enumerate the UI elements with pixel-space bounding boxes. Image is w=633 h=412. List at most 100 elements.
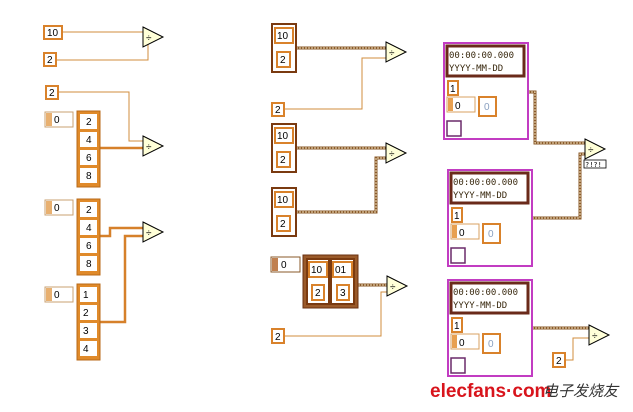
timestamp-time: 00:00:00.000 xyxy=(453,288,518,298)
timestamp-date: YYYY-MM-DD xyxy=(453,301,507,311)
array-element: 6 xyxy=(86,153,92,164)
error-badge xyxy=(583,159,607,169)
index-spinner-icon[interactable] xyxy=(272,258,278,271)
cluster-element: 01 xyxy=(335,265,347,276)
error-label: ?!?! xyxy=(585,161,602,169)
divide-node[interactable]: ÷ xyxy=(385,142,407,164)
boolean-constant[interactable] xyxy=(446,120,462,137)
cluster-element: 2 xyxy=(280,55,286,66)
array-index: 0 xyxy=(455,101,461,112)
cluster-element: 10 xyxy=(277,131,289,142)
cluster-wire[interactable] xyxy=(532,152,585,220)
constant-value: 2 xyxy=(49,88,55,99)
array-constant[interactable]: 0 2 4 6 8 xyxy=(44,198,101,276)
cluster-constant[interactable]: 10 2 xyxy=(271,23,297,73)
numeric-constant[interactable] xyxy=(271,102,285,117)
cluster-constant[interactable]: 10 2 xyxy=(271,187,297,237)
divide-node[interactable]: ÷ xyxy=(584,138,606,160)
numeric-constant[interactable] xyxy=(552,352,566,368)
cluster-element: 10 xyxy=(277,195,289,206)
array-element: 0 xyxy=(484,102,490,113)
constant-value: 2 xyxy=(47,55,53,66)
divide-node[interactable]: ÷ xyxy=(142,135,164,157)
numeric-constant[interactable] xyxy=(43,52,57,67)
divide-icon: ÷ xyxy=(146,142,152,153)
divide-icon: ÷ xyxy=(146,33,152,44)
array-wire[interactable] xyxy=(100,226,143,238)
divide-node[interactable]: ÷ xyxy=(588,324,610,346)
array-element: 2 xyxy=(86,117,92,128)
wire[interactable] xyxy=(565,337,589,361)
divide-icon: ÷ xyxy=(588,145,594,156)
timestamp-cluster-constant[interactable]: 00:00:00.000 YYYY-MM-DD 1 0 0 xyxy=(443,42,529,140)
array-wire[interactable] xyxy=(100,234,143,324)
cluster-wire[interactable] xyxy=(528,90,585,145)
array-constant[interactable]: 0 2 4 6 8 xyxy=(44,110,101,188)
array-element: 8 xyxy=(86,171,92,182)
watermark-text: 电子发烧友 xyxy=(543,382,620,400)
array-element: 6 xyxy=(86,241,92,252)
cluster-element: 1 xyxy=(454,321,460,332)
timestamp-time: 00:00:00.000 xyxy=(453,178,518,188)
wire[interactable] xyxy=(56,43,149,61)
divide-node[interactable]: ÷ xyxy=(385,41,407,63)
numeric-constant[interactable] xyxy=(45,85,59,100)
cluster-constant[interactable]: 10 2 xyxy=(271,123,297,173)
array-index: 0 xyxy=(281,260,287,271)
divide-icon: ÷ xyxy=(146,228,152,239)
index-spinner-icon[interactable] xyxy=(448,98,453,111)
array-element: 2 xyxy=(83,308,89,319)
divide-icon: ÷ xyxy=(390,282,396,293)
cluster-element: 1 xyxy=(450,84,456,95)
array-index: 0 xyxy=(459,338,465,349)
cluster-element: 2 xyxy=(315,288,321,299)
index-spinner-icon[interactable] xyxy=(452,225,457,238)
timestamp-cluster-constant[interactable]: 00:00:00.000 YYYY-MM-DD 1 0 0 xyxy=(447,279,533,377)
constant-value: 2 xyxy=(556,356,562,367)
divide-node[interactable]: ÷ xyxy=(142,221,164,243)
constant-value: 10 xyxy=(47,28,59,39)
array-index: 0 xyxy=(54,290,60,301)
array-constant[interactable]: 0 1 2 3 4 xyxy=(44,283,101,361)
array-index: 0 xyxy=(54,115,60,126)
numeric-constant[interactable] xyxy=(271,328,285,344)
cluster-element: 2 xyxy=(280,219,286,230)
timestamp-time: 00:00:00.000 xyxy=(449,51,514,61)
index-spinner-icon[interactable] xyxy=(46,288,52,301)
array-element: 4 xyxy=(86,135,92,146)
boolean-constant[interactable] xyxy=(450,247,466,264)
boolean-constant[interactable] xyxy=(450,357,466,374)
wire[interactable] xyxy=(284,291,387,337)
numeric-constant[interactable] xyxy=(43,25,63,40)
wire[interactable] xyxy=(284,57,386,110)
divide-node[interactable]: ÷ xyxy=(386,275,408,297)
divide-icon: ÷ xyxy=(389,149,395,160)
index-spinner-icon[interactable] xyxy=(46,201,52,214)
wire[interactable] xyxy=(58,91,143,142)
cluster-array-constant[interactable]: 0 10 2 01 3 xyxy=(270,254,359,309)
array-index: 0 xyxy=(459,228,465,239)
cluster-element: 10 xyxy=(277,31,289,42)
constant-value: 2 xyxy=(275,332,281,343)
array-element: 0 xyxy=(488,229,494,240)
array-element: 4 xyxy=(86,223,92,234)
timestamp-date: YYYY-MM-DD xyxy=(449,64,503,74)
watermark-logo: elecfans·com xyxy=(430,381,551,402)
array-element: 3 xyxy=(83,326,89,337)
divide-icon: ÷ xyxy=(592,331,598,342)
index-spinner-icon[interactable] xyxy=(46,113,52,126)
timestamp-cluster-constant[interactable]: 00:00:00.000 YYYY-MM-DD 1 0 0 xyxy=(447,169,533,267)
cluster-wire[interactable] xyxy=(296,156,386,214)
constant-value: 2 xyxy=(275,105,281,116)
cluster-element: 1 xyxy=(454,211,460,222)
timestamp-date: YYYY-MM-DD xyxy=(453,191,507,201)
array-element: 0 xyxy=(488,339,494,350)
array-element: 1 xyxy=(83,290,89,301)
array-index: 0 xyxy=(54,203,60,214)
divide-icon: ÷ xyxy=(389,48,395,59)
array-element: 2 xyxy=(86,205,92,216)
divide-node[interactable]: ÷ xyxy=(142,26,164,48)
cluster-element: 3 xyxy=(340,288,346,299)
index-spinner-icon[interactable] xyxy=(452,335,457,348)
